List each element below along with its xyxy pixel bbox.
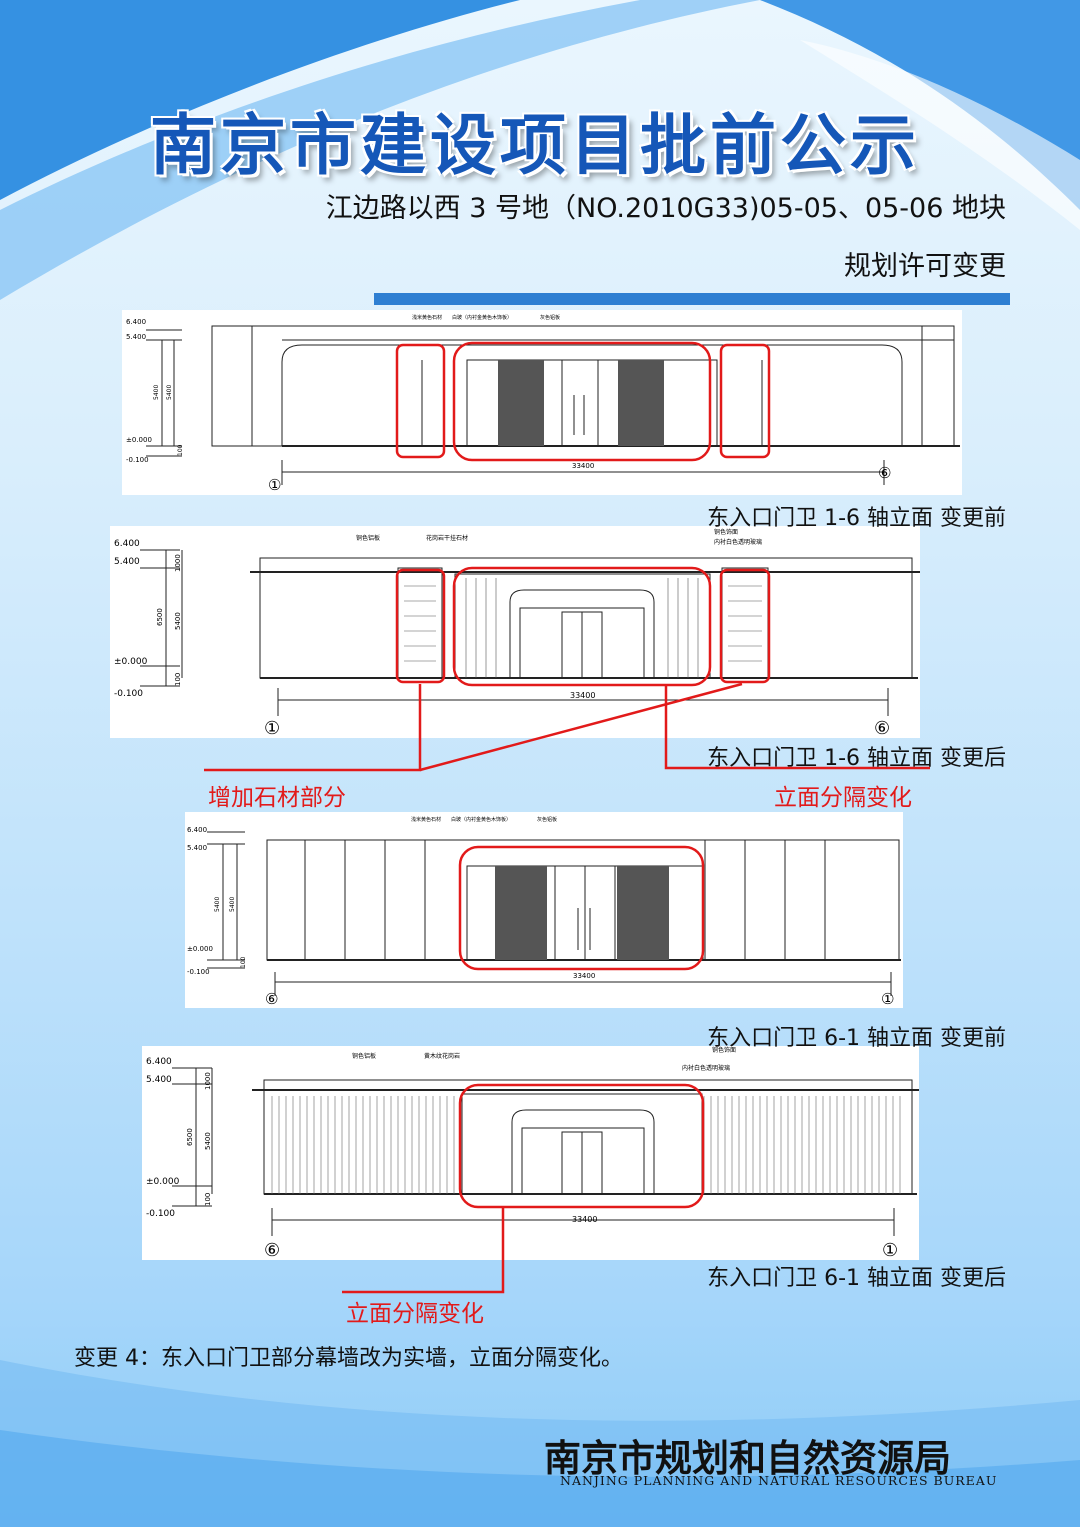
dim-v3-4: 5400 [204, 1132, 212, 1150]
elev-top-2: 6.400 [114, 539, 140, 549]
elev-bottom-4: -0.100 [146, 1209, 175, 1219]
elev-top-4: 6.400 [146, 1057, 172, 1067]
project-subtitle: 江边路以西 3 号地（NO.2010G33)05-05、05-06 地块 [325, 193, 1006, 224]
elevation-drawing-1: 6.400 5.400 ±0.000 -0.100 5400 5400 100 … [126, 314, 960, 494]
note-4-0: 铜色铝板 [352, 1052, 376, 1060]
bureau-name: 南京市规划和自然资源局 [544, 1436, 951, 1480]
dim-v2-1: 5400 [166, 385, 173, 400]
elev-mid-4: 5.400 [146, 1075, 172, 1085]
elev-bottom-2: -0.100 [114, 689, 143, 699]
dim-v3-2: 5400 [174, 612, 182, 630]
drawing-panel-2: 6.400 5.400 ±0.000 -0.100 1000 6500 5400… [110, 526, 920, 739]
facade-change-label: 立面分隔变化 [346, 1301, 484, 1327]
elevation-drawing-3: 6.400 5.400 ±0.000 -0.100 5400 5400 100 … [187, 816, 901, 1008]
elev-bottom-1: -0.100 [126, 456, 149, 464]
note-4-3: 内衬白色透明玻璃 [682, 1064, 730, 1072]
axis-right-3: ① [881, 990, 894, 1008]
elev-bottom-3: -0.100 [187, 968, 210, 976]
dim-v4-4: 100 [204, 1193, 212, 1206]
facade-change-label: 立面分隔变化 [774, 785, 912, 811]
caption-2: 东入口门卫 1-6 轴立面 变更后 [707, 746, 1006, 771]
note-3-0: 浅米黄色石材 [411, 816, 441, 823]
change-note: 变更 4：东入口门卫部分幕墙改为实墙，立面分隔变化。 [74, 1346, 623, 1371]
dim-v3-3: 100 [240, 956, 247, 968]
dim-v2-4: 6500 [186, 1128, 194, 1146]
elev-top-3: 6.400 [187, 826, 207, 834]
elev-zero-1: ±0.000 [126, 436, 152, 444]
note-2-1: 花岗岩干挂石材 [426, 534, 468, 542]
note-2-0: 铜色铝板 [356, 534, 380, 542]
axis-right-4: ① [882, 1240, 898, 1260]
dim-v1-1: 5400 [153, 385, 160, 400]
note-2-3: 内衬白色透明玻璃 [714, 538, 762, 546]
note-3-1: 白玻（内衬金黄色木饰板） [451, 816, 511, 823]
span-dim-3: 33400 [573, 972, 595, 980]
note-4-1: 黄木纹花岗岩 [424, 1052, 460, 1060]
dim-v3-1: 100 [177, 444, 184, 456]
page-title: 南京市建设项目批前公示 [150, 106, 920, 184]
elev-top-1: 6.400 [126, 318, 146, 326]
caption-4: 东入口门卫 6-1 轴立面 变更后 [707, 1266, 1006, 1291]
elev-zero-3: ±0.000 [187, 945, 213, 953]
drawing-panel-1: 6.400 5.400 ±0.000 -0.100 5400 5400 100 … [122, 310, 962, 495]
dim-v1-3: 5400 [214, 897, 221, 912]
note-3-2: 灰色铝板 [537, 816, 557, 823]
span-dim-4: 33400 [572, 1215, 597, 1224]
note-1-2: 灰色铝板 [540, 314, 560, 321]
elevation-drawing-4: 6.400 5.400 ±0.000 -0.100 1000 6500 5400… [146, 1046, 919, 1261]
elev-mid-1: 5.400 [126, 333, 146, 341]
added-stone-label: 增加石材部分 [208, 785, 346, 811]
span-dim-2: 33400 [570, 691, 595, 700]
axis-left-4: ⑥ [264, 1240, 280, 1260]
elev-mid-2: 5.400 [114, 557, 140, 567]
dim-v2-3: 5400 [229, 897, 236, 912]
drawing-panel-3: 6.400 5.400 ±0.000 -0.100 5400 5400 100 … [185, 812, 903, 1008]
elevation-drawing-2: 6.400 5.400 ±0.000 -0.100 1000 6500 5400… [114, 528, 920, 739]
axis-right-1: ⑥ [878, 464, 891, 482]
axis-right-2: ⑥ [874, 718, 890, 738]
caption-1: 东入口门卫 1-6 轴立面 变更前 [707, 506, 1006, 531]
facade-hatch-4 [271, 1096, 901, 1194]
change-type-label: 规划许可变更 [844, 251, 1006, 282]
elev-mid-3: 5.400 [187, 844, 207, 852]
dim-v1-2: 1000 [174, 554, 182, 572]
header-rule [374, 293, 1010, 305]
caption-3: 东入口门卫 6-1 轴立面 变更前 [707, 1026, 1006, 1051]
dim-v4-2: 100 [174, 673, 182, 686]
note-4-2: 铜色饰面 [712, 1046, 736, 1054]
axis-left-3: ⑥ [265, 990, 278, 1008]
drawing-panel-4: 6.400 5.400 ±0.000 -0.100 1000 6500 5400… [142, 1046, 919, 1261]
elev-zero-2: ±0.000 [114, 657, 148, 667]
note-2-2: 铜色饰面 [714, 528, 738, 536]
dim-v2-2: 6500 [156, 608, 164, 626]
span-dim-1: 33400 [572, 462, 594, 470]
axis-left-2: ① [264, 718, 280, 738]
elev-zero-4: ±0.000 [146, 1177, 180, 1187]
note-1-0: 浅米黄色石材 [412, 314, 442, 321]
note-1-1: 白玻（内衬金黄色木饰板） [452, 314, 512, 321]
axis-left-1: ① [268, 476, 281, 494]
dim-v1-4: 1000 [204, 1072, 212, 1090]
bureau-name-en: NANJING PLANNING AND NATURAL RESOURCES B… [560, 1473, 998, 1488]
